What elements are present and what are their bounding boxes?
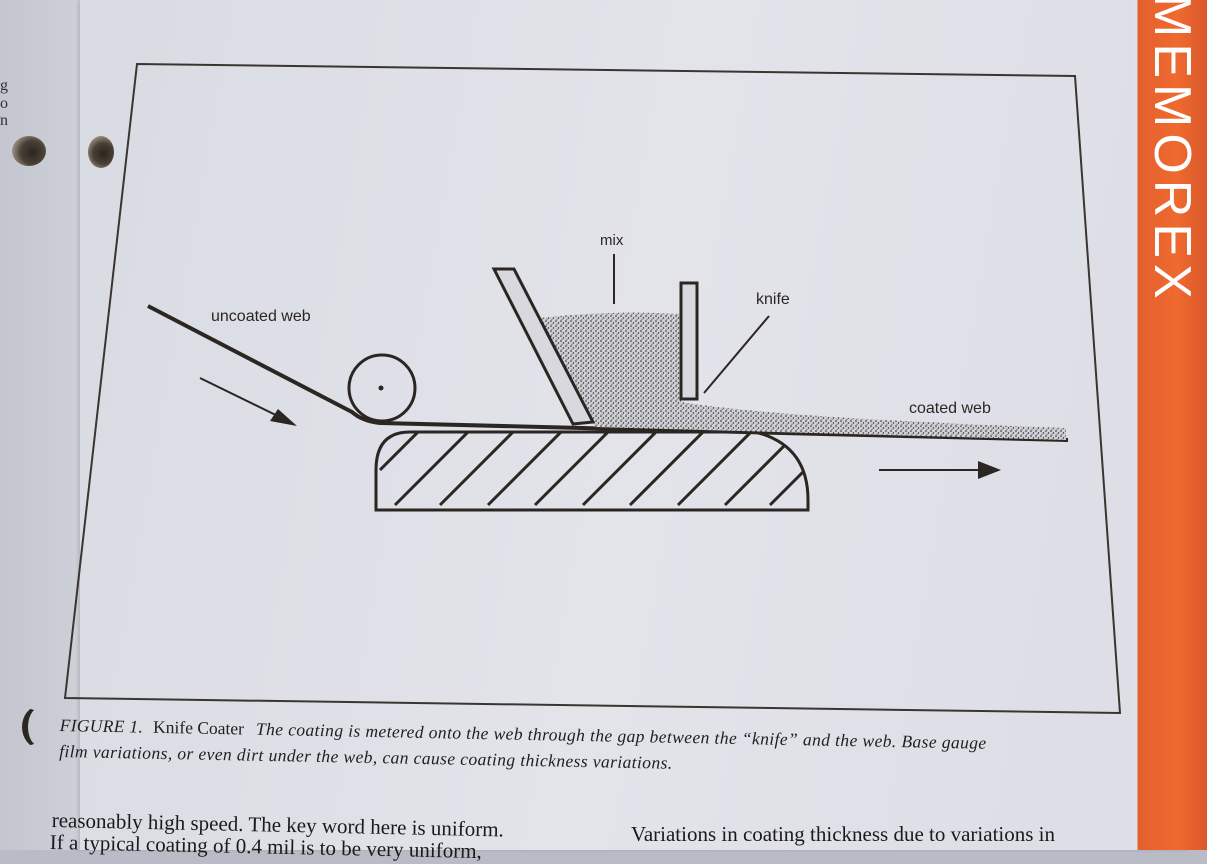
outgoing-arrow-head <box>978 461 1001 479</box>
label-coated-web: coated web <box>909 400 991 417</box>
binder-hole-bottom <box>22 706 56 748</box>
binder-hole <box>88 136 114 168</box>
label-uncoated-web: uncoated web <box>211 308 311 325</box>
figure-title: Knife Coater <box>152 716 245 739</box>
body-right-line-1: Variations in coating thickness due to v… <box>631 822 1055 846</box>
figure-frame <box>63 62 1122 715</box>
back-plate <box>491 267 596 426</box>
binder-hole-left <box>12 136 46 166</box>
backing-bed <box>374 430 810 512</box>
left-page-fragment: g <box>0 77 8 94</box>
incoming-arrow-shaft <box>199 377 289 422</box>
roller-axle <box>378 385 384 391</box>
guide-roller <box>347 353 417 423</box>
knife-blade <box>679 281 699 401</box>
brand-tab <box>1133 0 1207 850</box>
label-knife: knife <box>756 291 790 308</box>
left-page-fragment: n <box>0 112 8 129</box>
figure-number: FIGURE 1. <box>59 714 144 737</box>
left-page-fragment: o <box>0 95 8 112</box>
web-line <box>147 304 1069 442</box>
label-mix: mix <box>600 232 624 249</box>
knife-leader <box>703 315 770 394</box>
coating-mix <box>540 312 1066 440</box>
incoming-arrow-head <box>270 409 297 426</box>
